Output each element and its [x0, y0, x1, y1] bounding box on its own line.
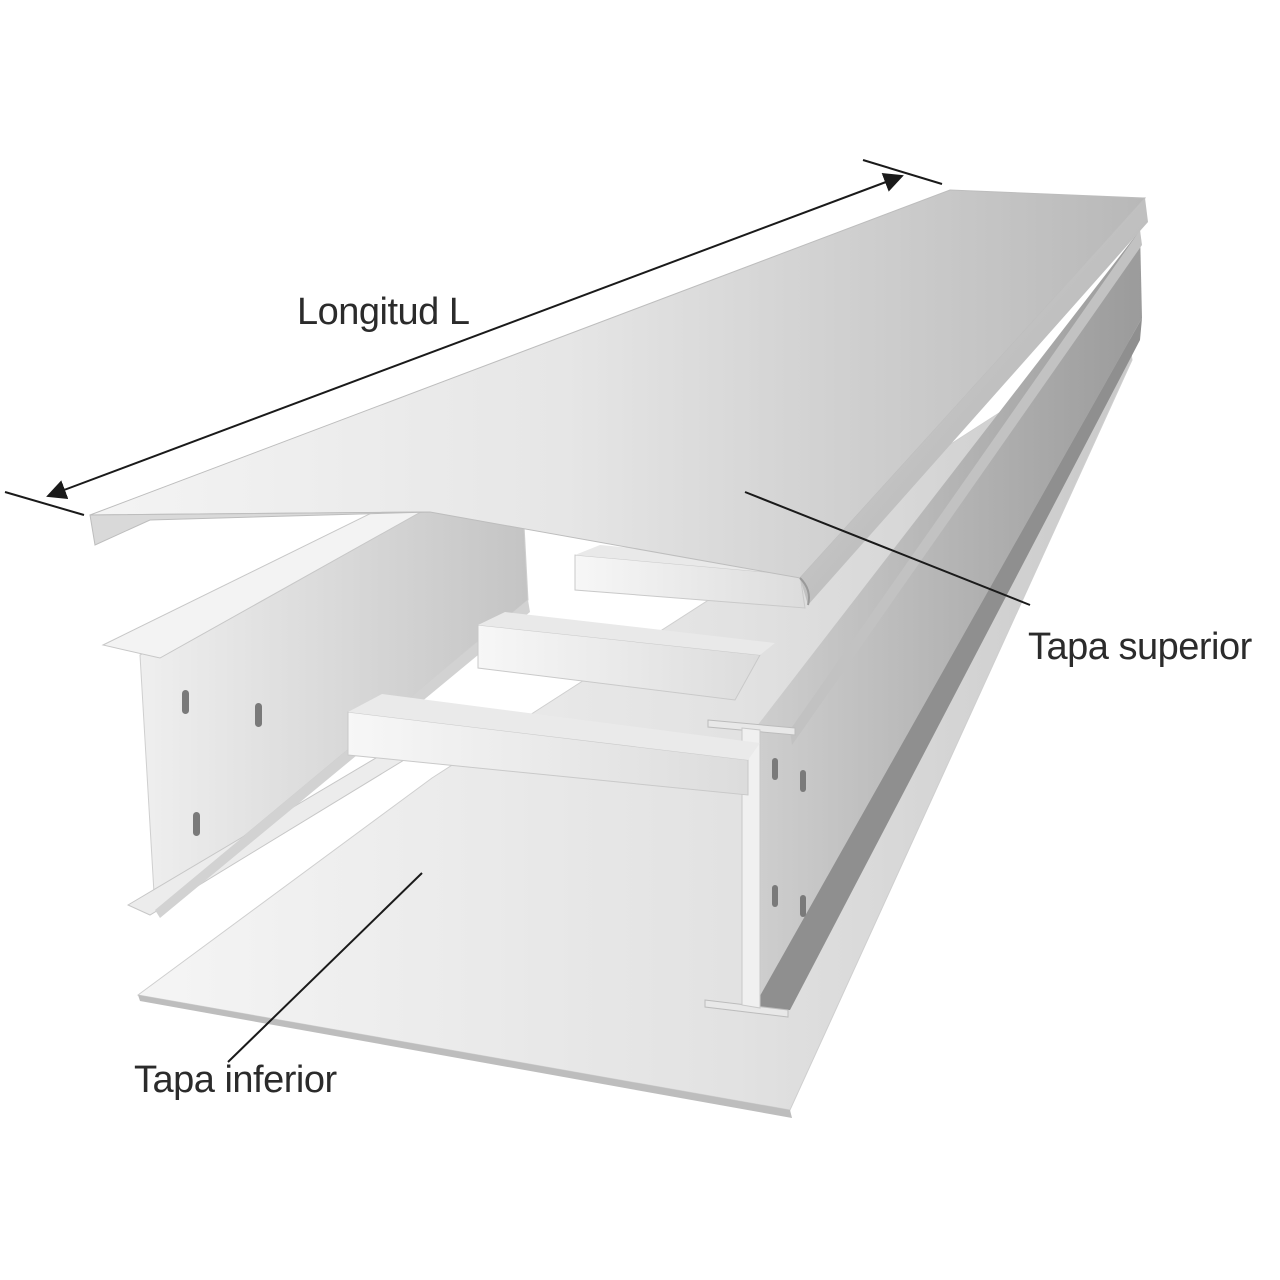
rungs [347, 545, 810, 796]
bottom-cover-callout: Tapa inferior [134, 872, 423, 1101]
right-side-rail [704, 230, 1142, 1018]
length-label: Longitud L [297, 291, 470, 333]
dimension-tick-start [4, 491, 85, 516]
bottom-cover-label: Tapa inferior [134, 1059, 337, 1101]
top-cover-label: Tapa superior [1028, 626, 1253, 668]
length-dimension: Longitud L [4, 159, 943, 516]
top-cover-leader-line [744, 491, 1031, 606]
bottom-cover-leader-line [227, 872, 423, 1063]
dimension-arrow [46, 172, 904, 500]
dimension-tick-end [862, 159, 943, 185]
top-cover-callout: Tapa superior [744, 491, 1253, 668]
